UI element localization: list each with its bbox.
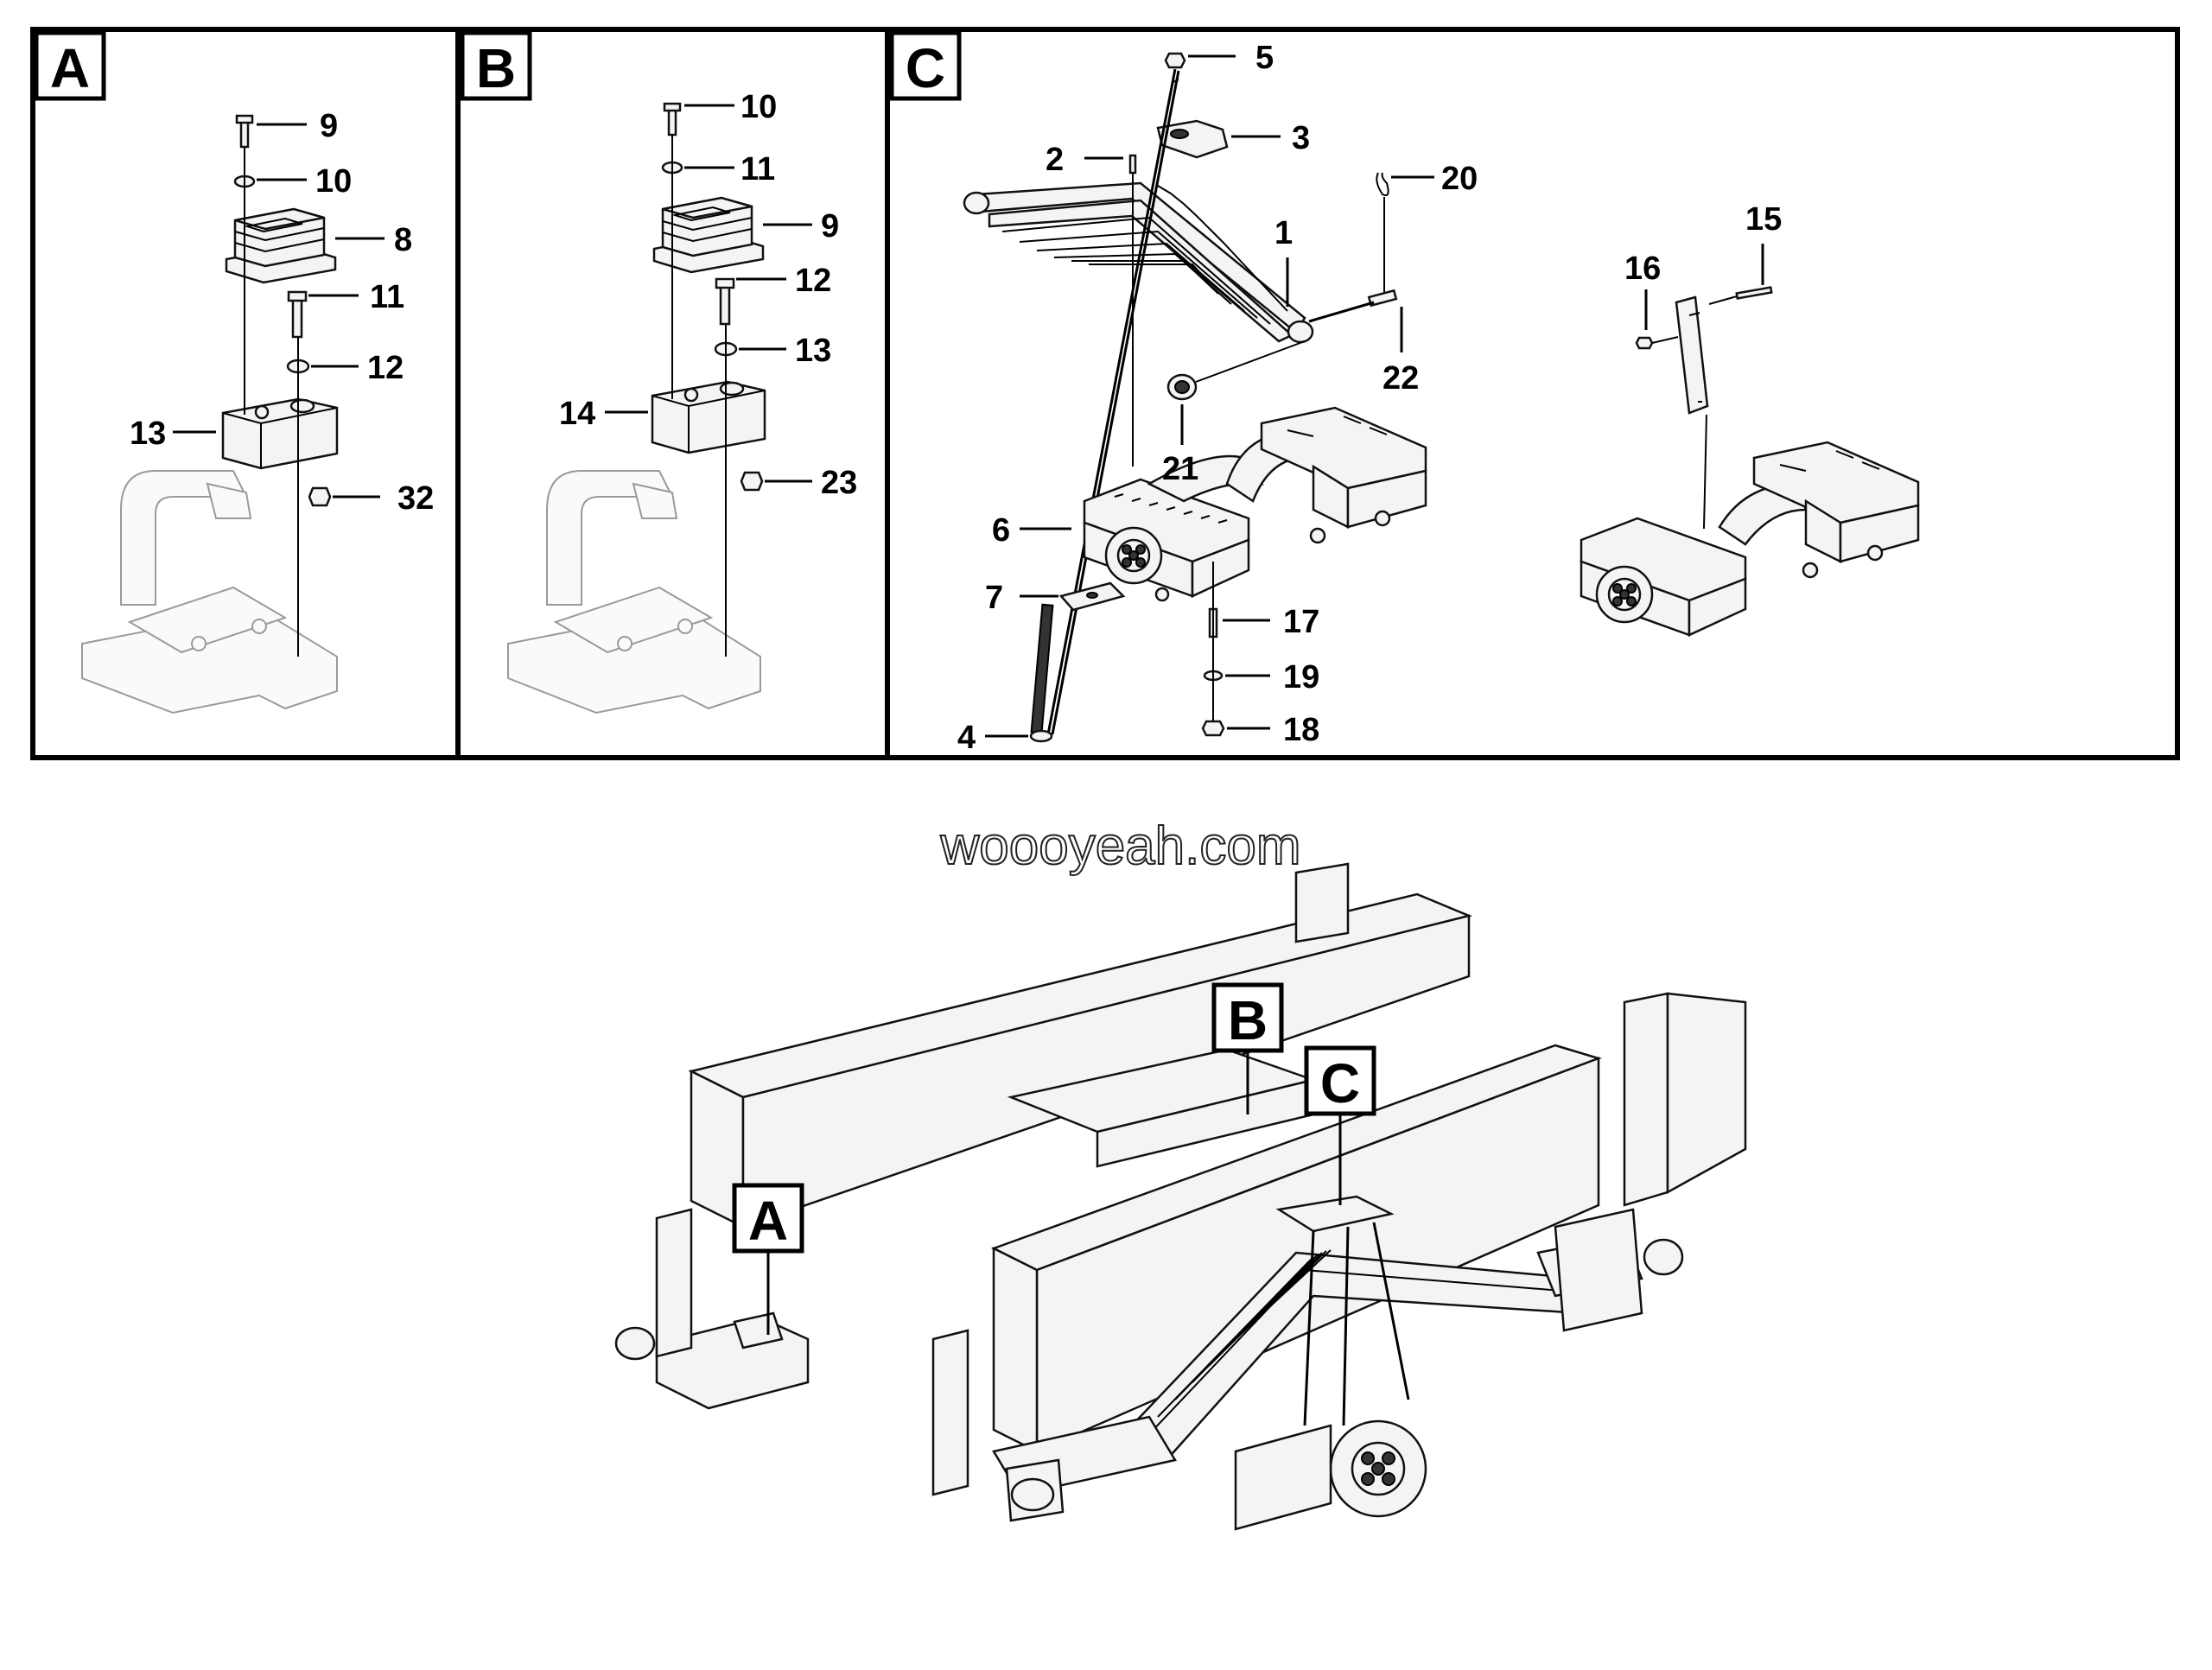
ghost-bracket-a bbox=[81, 470, 338, 714]
panel-callout-leaders bbox=[173, 54, 1764, 738]
callout-label: 8 bbox=[394, 222, 412, 258]
watermark: woooyeah.com bbox=[939, 816, 1300, 876]
overview-tag-a: A bbox=[732, 1183, 804, 1335]
callout-label: 5 bbox=[1255, 40, 1274, 76]
callout-label: 14 bbox=[559, 396, 595, 432]
callout-label: 20 bbox=[1441, 161, 1478, 197]
svg-text:C: C bbox=[1320, 1052, 1360, 1114]
callout-label: 3 bbox=[1292, 120, 1310, 156]
panel-c-callouts: 5 3 2 20 1 15 16 22 21 6 7 17 19 4 18 bbox=[957, 40, 1782, 756]
panel-b-tag: B bbox=[460, 30, 532, 101]
panel-c-drawing bbox=[963, 52, 1920, 743]
svg-text:C: C bbox=[906, 37, 945, 99]
axle-bracket-left bbox=[1083, 406, 1427, 602]
callout-label: 10 bbox=[315, 163, 352, 200]
panel-a-tag: A bbox=[34, 30, 106, 101]
axle-bracket-right bbox=[1580, 286, 1920, 637]
ghost-bracket-b bbox=[507, 470, 761, 714]
svg-text:A: A bbox=[50, 37, 90, 99]
callout-label: 21 bbox=[1162, 451, 1198, 487]
overview-tag-c: C bbox=[1304, 1045, 1376, 1205]
callout-label: 13 bbox=[795, 333, 831, 369]
callout-label: 13 bbox=[130, 416, 166, 452]
callout-label: 9 bbox=[821, 208, 839, 244]
callout-label: 22 bbox=[1382, 360, 1419, 397]
svg-text:B: B bbox=[1228, 989, 1268, 1051]
callout-label: 4 bbox=[957, 720, 976, 756]
svg-text:B: B bbox=[476, 37, 516, 99]
callout-label: 11 bbox=[741, 151, 775, 187]
callout-label: 12 bbox=[795, 263, 831, 299]
overview-tag-b: B bbox=[1211, 982, 1284, 1114]
callout-label: 32 bbox=[397, 480, 434, 517]
panel-b-drawing bbox=[507, 102, 766, 714]
callout-label: 16 bbox=[1624, 251, 1661, 287]
callout-label: 9 bbox=[320, 108, 338, 144]
callout-label: 10 bbox=[741, 89, 777, 125]
callout-label: 17 bbox=[1283, 604, 1319, 640]
callout-label: 23 bbox=[821, 465, 857, 501]
callout-label: 2 bbox=[1046, 142, 1064, 178]
panel-a-drawing bbox=[81, 114, 339, 714]
panel-b-callouts: 10 11 9 12 13 14 23 bbox=[559, 89, 857, 501]
callout-label: 18 bbox=[1283, 712, 1319, 748]
panel-frames bbox=[30, 27, 2180, 760]
leaf-spring bbox=[963, 181, 1314, 344]
callout-label: 6 bbox=[992, 512, 1010, 549]
chassis-overview bbox=[614, 862, 1747, 1531]
callout-label: 15 bbox=[1745, 201, 1782, 238]
callout-label: 19 bbox=[1283, 659, 1319, 695]
svg-text:A: A bbox=[748, 1190, 788, 1252]
panel-a-callouts: 9 10 8 11 12 13 32 bbox=[130, 108, 434, 517]
callout-label: 7 bbox=[985, 580, 1003, 616]
callout-label: 11 bbox=[370, 279, 404, 315]
panel-c-tag: C bbox=[889, 30, 962, 101]
callout-label: 1 bbox=[1274, 215, 1293, 251]
callout-label: 12 bbox=[367, 350, 404, 386]
